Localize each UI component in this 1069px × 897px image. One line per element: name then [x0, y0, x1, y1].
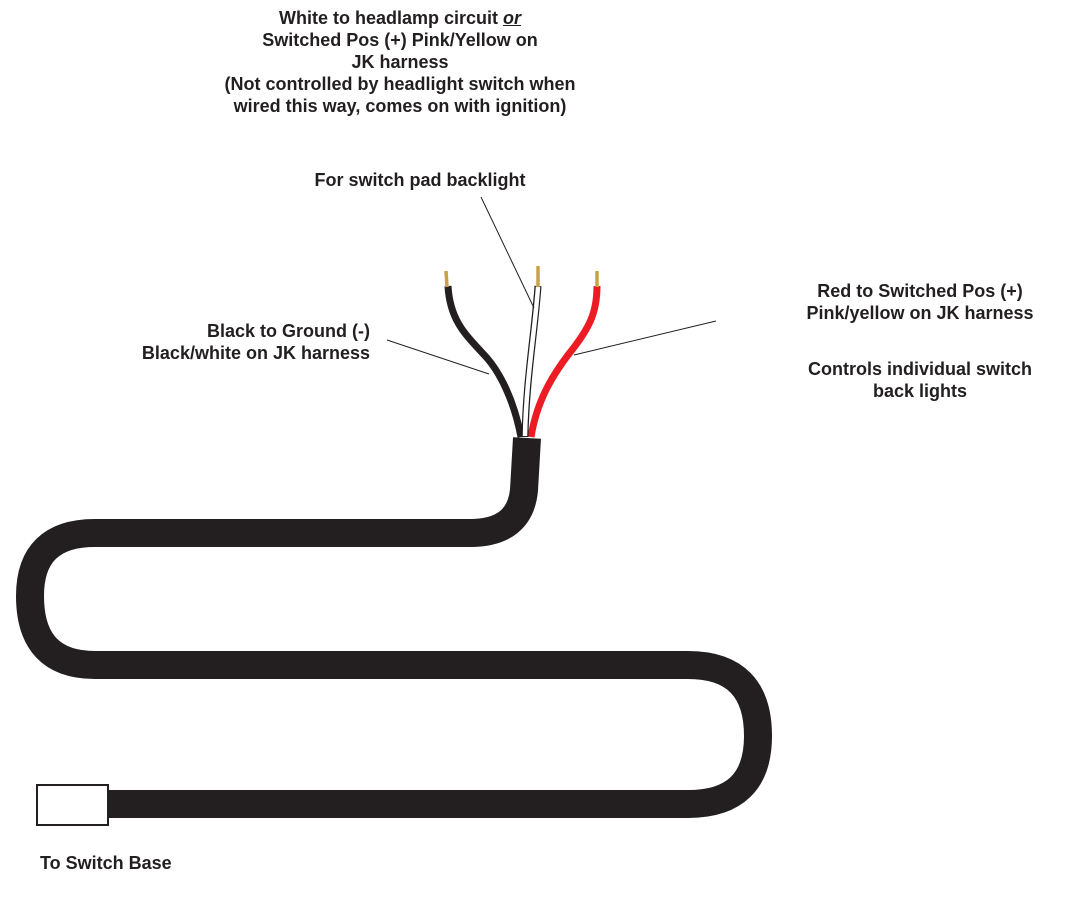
white-wire-label-or: or [503, 8, 522, 28]
switch-base-label: To Switch Base [40, 852, 240, 874]
red-wire-label-line2: Pink/yellow on JK harness [806, 303, 1034, 323]
black-wire-label-line1: Black to Ground (-) [207, 321, 370, 341]
red-wire-label: Red to Switched Pos (+) Pink/yellow on J… [754, 280, 1069, 324]
white-wire-label-line3: JK harness [351, 52, 449, 72]
black-wire [444, 285, 525, 438]
black-wire-label-line2: Black/white on JK harness [141, 343, 370, 363]
black-wire-label: Black to Ground (-) Black/white on JK ha… [40, 320, 370, 364]
white-wire-label: White to headlamp circuit or Switched Po… [150, 7, 650, 117]
white-wire-label-line1: White to headlamp circuit or [150, 7, 650, 29]
backlight-label: For switch pad backlight [220, 169, 620, 191]
white-wire-label-line1-prefix: White to headlamp circuit [278, 8, 504, 28]
leader-line-backlight [480, 196, 535, 309]
switch-base-label-text: To Switch Base [40, 853, 172, 873]
red-wire-description-line1: Controls individual switch [807, 359, 1032, 379]
red-wire [527, 285, 601, 438]
red-wire-description: Controls individual switch back lights [754, 358, 1069, 402]
leader-line-red [573, 320, 717, 356]
red-wire-description-line2: back lights [872, 381, 968, 401]
white-wire-label-line4: (Not controlled by headlight switch when [224, 74, 576, 94]
switch-base-connector [36, 784, 109, 826]
white-wire-label-line2: Switched Pos (+) Pink/Yellow on [262, 30, 538, 50]
main-cable [16, 437, 772, 818]
red-wire-label-line1: Red to Switched Pos (+) [817, 281, 1023, 301]
backlight-label-text: For switch pad backlight [314, 170, 526, 190]
leader-line-black [386, 339, 490, 375]
black-wire-tip [444, 270, 449, 288]
white-wire-label-line5: wired this way, comes on with ignition) [233, 96, 567, 116]
white-wire [522, 286, 541, 437]
